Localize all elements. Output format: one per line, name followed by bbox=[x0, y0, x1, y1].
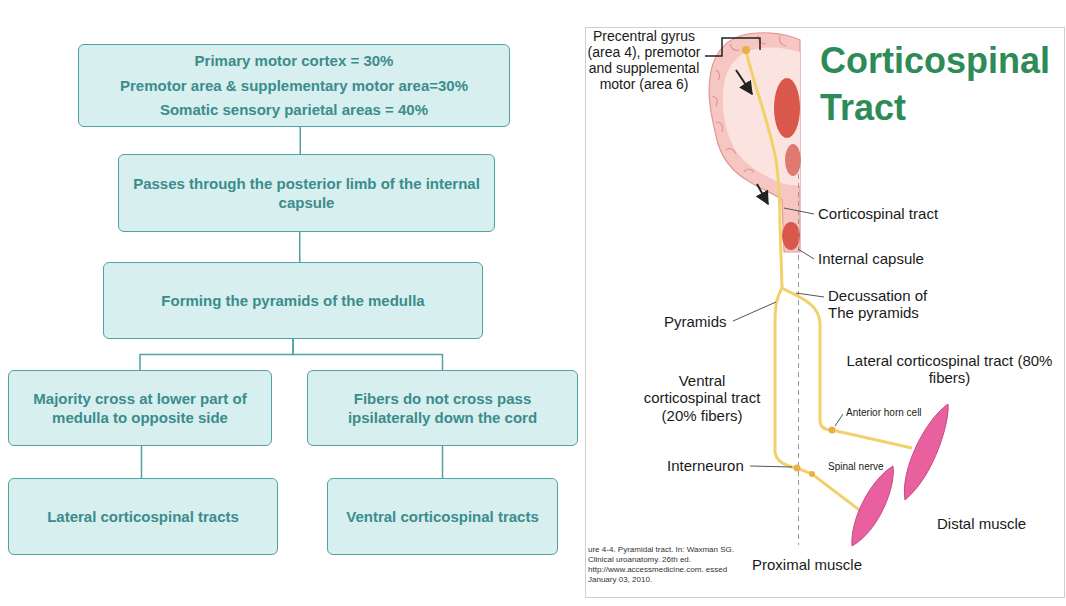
figure-frame bbox=[586, 28, 1065, 598]
process-box: Fibers do not cross pass ipsilaterally d… bbox=[307, 370, 578, 446]
part-label: Internal capsule bbox=[818, 250, 968, 267]
connector-line bbox=[299, 232, 301, 262]
box-text: Primary motor cortex = 30% bbox=[195, 51, 394, 71]
box-text: Ventral corticospinal tracts bbox=[346, 507, 539, 527]
part-label: Pyramids bbox=[664, 313, 744, 330]
brain-section bbox=[709, 33, 800, 252]
connector-line bbox=[140, 339, 293, 370]
midline bbox=[798, 165, 799, 545]
box-text: Passes through the posterior limb of the… bbox=[129, 174, 484, 213]
box-text: Somatic sensory parietal areas = 40% bbox=[160, 100, 428, 120]
connector-line bbox=[442, 446, 444, 478]
corticospinal-tract bbox=[746, 50, 782, 288]
white-matter bbox=[723, 48, 800, 187]
process-box: Primary motor cortex = 30% Premotor area … bbox=[78, 44, 510, 127]
leader-line bbox=[835, 414, 843, 426]
part-label: Precentral gyrus (area 4), premotor and … bbox=[586, 28, 702, 92]
motor-neuron bbox=[809, 471, 815, 477]
part-label: Distal muscle bbox=[937, 515, 1052, 532]
brainstem-structure bbox=[782, 222, 800, 250]
connector-line bbox=[300, 127, 302, 154]
part-label: Ventral corticospinal tract (20% fibers) bbox=[637, 372, 767, 424]
process-box: Passes through the posterior limb of the… bbox=[118, 154, 495, 232]
leader-line bbox=[750, 466, 792, 467]
box-text: Majority cross at lower part of medulla … bbox=[19, 389, 261, 428]
part-label: Proximal muscle bbox=[752, 556, 872, 573]
part-label: Corticospinal tract bbox=[818, 205, 968, 222]
part-label: Lateral corticospinal tract (80% fibers) bbox=[842, 352, 1057, 387]
connector-line bbox=[141, 446, 143, 478]
process-box: Lateral corticospinal tracts bbox=[8, 478, 278, 555]
proximal-muscle bbox=[852, 466, 893, 546]
upper-motor-neuron bbox=[742, 46, 750, 54]
part-label: Interneuron bbox=[667, 457, 752, 474]
part-label: Anterior horn cell bbox=[846, 407, 946, 419]
figure-title: Corticospinal Tract bbox=[820, 38, 1064, 132]
bracket bbox=[705, 38, 760, 56]
ventral-tract bbox=[775, 288, 866, 515]
interneuron bbox=[794, 465, 801, 472]
process-box: Majority cross at lower part of medulla … bbox=[8, 370, 272, 446]
part-label: Spinal nerve bbox=[828, 461, 908, 473]
process-box: Forming the pyramids of the medulla bbox=[103, 262, 483, 339]
leader-line bbox=[796, 293, 824, 297]
connector-line bbox=[293, 339, 443, 370]
box-text: Fibers do not cross pass ipsilaterally d… bbox=[318, 389, 567, 428]
box-text: Forming the pyramids of the medulla bbox=[161, 291, 424, 311]
basal-ganglia bbox=[774, 78, 800, 138]
box-text: Lateral corticospinal tracts bbox=[47, 507, 239, 527]
pointer-arrow bbox=[736, 70, 752, 94]
process-box: Ventral corticospinal tracts bbox=[327, 478, 558, 555]
leader-line bbox=[798, 249, 814, 259]
pointer-arrow bbox=[757, 184, 768, 204]
figure-caption: ure 4-4. Pyramidal tract. In: Waxman SG.… bbox=[588, 545, 748, 585]
box-text: Premotor area & supplementary motor area… bbox=[120, 76, 468, 96]
leader-line bbox=[733, 302, 776, 321]
thalamus bbox=[785, 144, 801, 176]
leader-line bbox=[784, 208, 814, 214]
anterior-horn-cell bbox=[829, 427, 836, 434]
distal-muscle bbox=[904, 404, 948, 500]
part-label: Decussation of The pyramids bbox=[828, 287, 940, 322]
